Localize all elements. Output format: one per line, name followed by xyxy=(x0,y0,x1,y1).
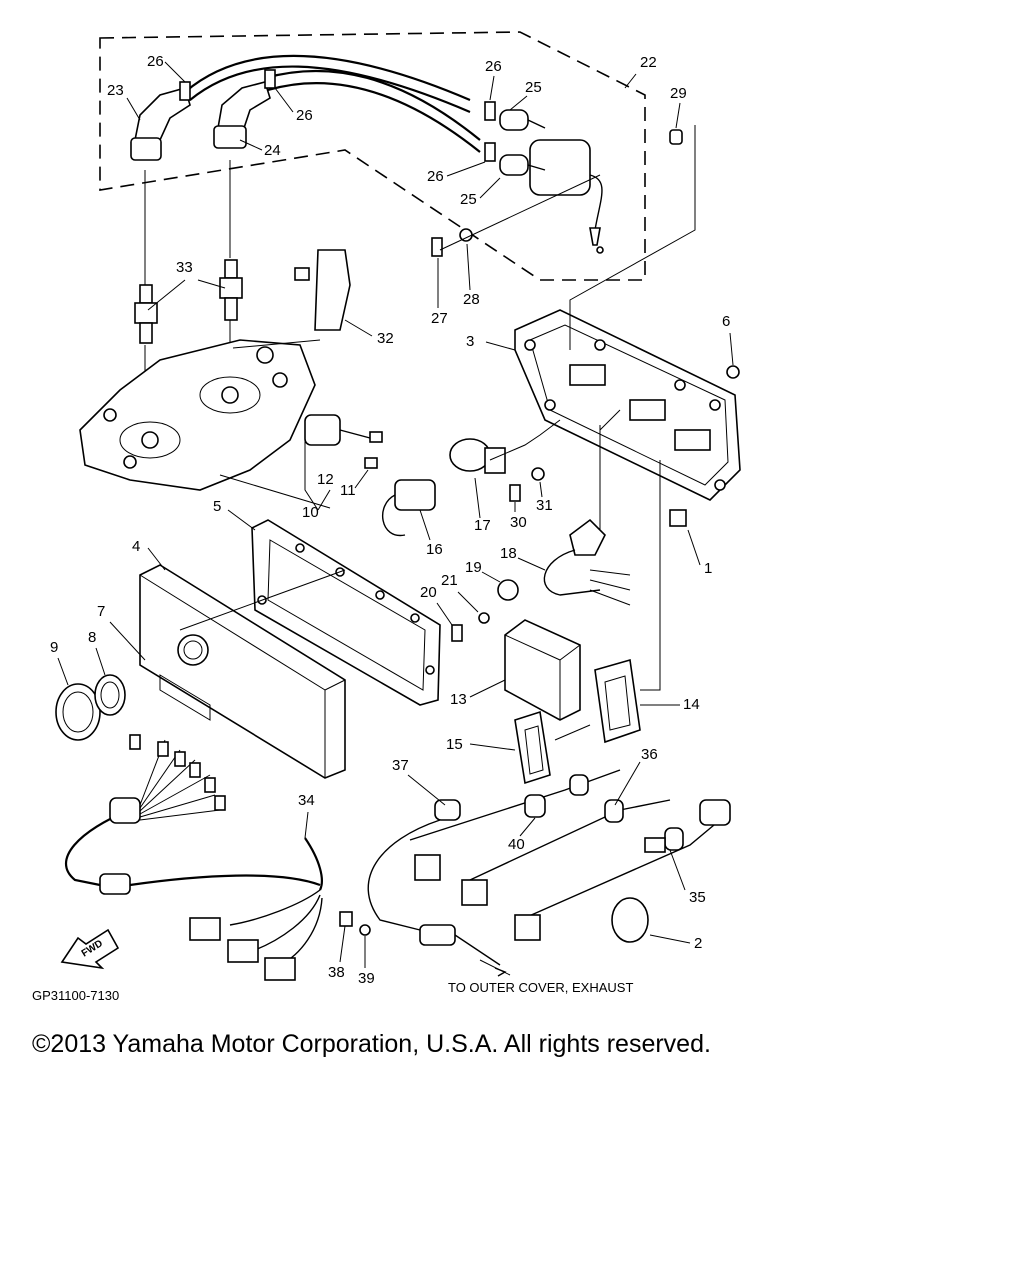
callout-21: 21 xyxy=(441,572,458,589)
callout-15: 15 xyxy=(446,736,463,753)
callout-26b: 26 xyxy=(296,107,313,124)
callout-24: 24 xyxy=(264,142,281,159)
callout-7: 7 xyxy=(97,603,105,620)
callout-31: 31 xyxy=(536,497,553,514)
plug-caps-leads xyxy=(130,54,496,162)
fwd-arrow: FWD xyxy=(60,928,120,970)
exhaust-note: TO OUTER COVER, EXHAUST xyxy=(448,980,633,995)
callout-8: 8 xyxy=(88,629,96,646)
callout-16: 16 xyxy=(426,541,443,558)
callout-25b: 25 xyxy=(460,191,477,208)
cdi-and-brackets xyxy=(504,619,641,785)
ignition-coil xyxy=(499,109,604,254)
callout-11: 11 xyxy=(340,482,356,499)
callout-9: 9 xyxy=(50,639,58,656)
callout-33: 33 xyxy=(176,259,193,276)
callout-34: 34 xyxy=(298,792,315,809)
gasket xyxy=(251,519,441,706)
callout-23: 23 xyxy=(107,82,124,99)
callout-4: 4 xyxy=(132,538,140,555)
coil-group-boundary xyxy=(99,31,646,281)
cylinder-head xyxy=(79,339,316,491)
callout-20: 20 xyxy=(420,584,437,601)
callout-1: 1 xyxy=(704,560,712,577)
relays-and-sensors xyxy=(304,414,631,606)
bracket xyxy=(232,249,351,349)
callout-14: 14 xyxy=(683,696,700,713)
callout-6: 6 xyxy=(722,313,730,330)
callout-leaders xyxy=(57,61,734,968)
callout-39: 39 xyxy=(358,970,375,987)
callout-17: 17 xyxy=(474,517,491,534)
callout-26a: 26 xyxy=(147,53,164,70)
wire-harness xyxy=(64,734,323,981)
callout-25a: 25 xyxy=(525,79,542,96)
callout-2: 2 xyxy=(694,935,702,952)
box-cover xyxy=(139,564,346,779)
copyright-notice: ©2013 Yamaha Motor Corporation, U.S.A. A… xyxy=(32,1030,711,1058)
callout-40: 40 xyxy=(508,836,525,853)
diagram-code: GP31100-7130 xyxy=(32,988,119,1003)
spark-plugs xyxy=(134,160,243,430)
callout-28: 28 xyxy=(463,291,480,308)
callout-37: 37 xyxy=(392,757,409,774)
callout-36: 36 xyxy=(641,746,658,763)
callout-13: 13 xyxy=(450,691,467,708)
callout-22: 22 xyxy=(640,54,657,71)
callout-19: 19 xyxy=(465,559,482,576)
callout-29: 29 xyxy=(670,85,687,102)
callout-35: 35 xyxy=(689,889,706,906)
callout-3: 3 xyxy=(466,333,474,350)
callout-27: 27 xyxy=(431,310,448,327)
screws xyxy=(431,129,740,642)
parts-exploded-diagram: FWD 1 2 3 4 5 6 7 8 9 10 11 12 13 14 15 … xyxy=(32,31,741,1003)
callout-10: 10 xyxy=(302,504,319,521)
electrical-box xyxy=(514,309,741,501)
callout-32: 32 xyxy=(377,330,394,347)
cables xyxy=(339,769,731,966)
callout-labels: 1 2 3 4 5 6 7 8 9 10 11 12 13 14 15 16 1… xyxy=(50,53,730,987)
callout-18: 18 xyxy=(500,545,517,562)
callout-38: 38 xyxy=(328,964,345,981)
cap-and-oring xyxy=(55,674,126,741)
callout-26d: 26 xyxy=(427,168,444,185)
callout-5: 5 xyxy=(213,498,221,515)
callout-30: 30 xyxy=(510,514,527,531)
leader-guide-lines xyxy=(179,125,696,977)
callout-12: 12 xyxy=(317,471,334,488)
callout-26c: 26 xyxy=(485,58,502,75)
